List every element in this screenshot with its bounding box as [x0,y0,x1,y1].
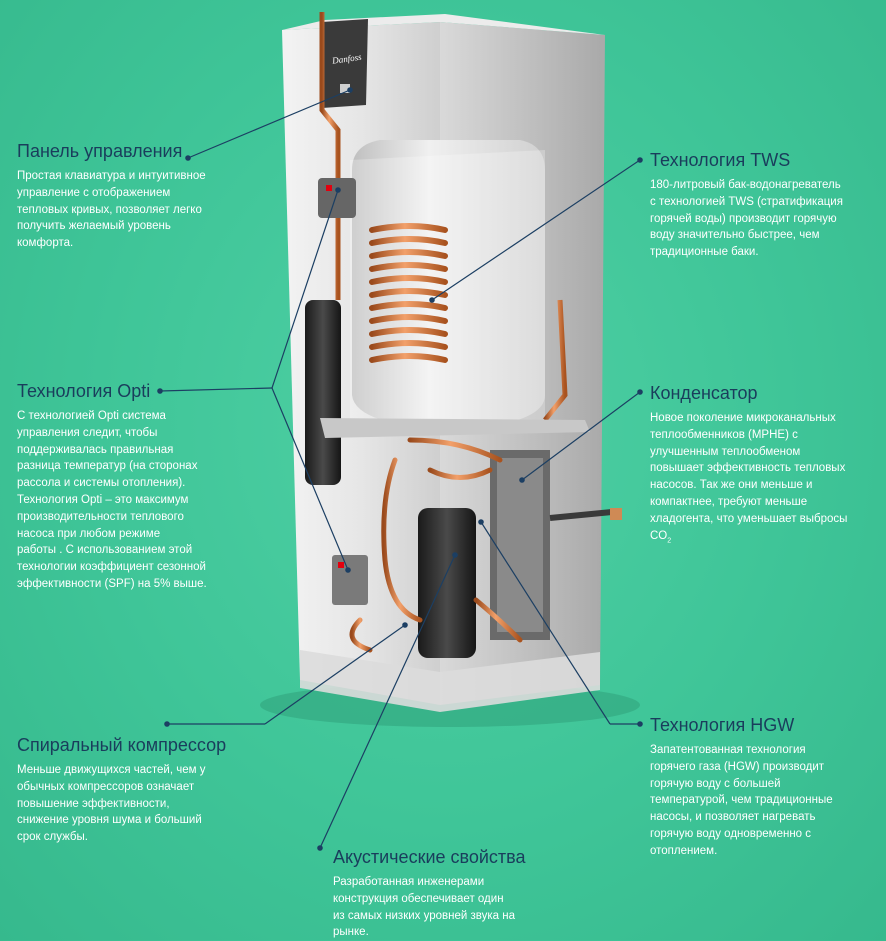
pump-indicator [326,185,332,191]
desc-line: поддерживалась правильная [17,443,174,456]
desc-line: повышает эффективность тепловых [650,462,846,475]
desc-line: Простая клавиатура и интуитивное [17,170,206,182]
co2-base: CO [650,529,668,542]
lower-box-indicator [338,562,344,568]
desc-line: насоса при любом режиме [17,527,161,540]
desc-line: срок службы. [17,831,88,844]
brand-logo: Danfoss [331,52,363,66]
desc-line: Разработанная инженерами [333,876,485,888]
cabinet-top [282,14,605,35]
desc-line: теплообменников (MPHE) с [650,428,798,441]
callout-description: Простая клавиатура и интуитивное управле… [17,168,237,252]
callout-acoustic: Акустические свойства Разработанная инже… [333,846,553,941]
desc-line: компактнее, требуют меньше [650,495,808,508]
copper-coil [369,223,448,363]
desc-line: 180-литровый бак-водонагреватель [650,179,841,191]
desc-line: технологии коэффициент сезонной [17,561,206,574]
desc-line: обычных компрессоров означает [17,780,195,793]
desc-line: разница температур (на сторонах [17,460,198,473]
callout-scroll-compressor: Спиральный компрессор Меньше движущихся … [17,734,247,846]
desc-line: рынке. [333,926,369,939]
callout-title: Технология HGW [650,715,795,735]
outlet-pipe-end [610,508,622,520]
callout-tws: Технология TWS 180-литровый бак-водонагр… [650,149,876,261]
mounting-shelf [320,418,590,438]
desc-line: из самых низких уровней звука на [333,909,515,922]
condenser-face [497,458,543,632]
callout-title: Конденсатор [650,383,758,403]
callout-opti: Технология Opti С технологией Opti систе… [17,380,247,593]
desc-line: комфорта. [17,237,74,250]
desc-line: Технология Opti – это максимум [17,493,189,506]
callout-description: С технологией Opti система управления сл… [17,408,247,593]
callout-title: Акустические свойства [333,847,526,867]
desc-line: хладогента, что уменьшает выбросы [650,512,848,525]
lower-control-box [332,555,368,605]
callout-description: 180-литровый бак-водонагреватель с техно… [650,177,876,261]
desc-line: горячую воду с большей [650,777,781,790]
callout-hgw: Технология HGW Запатентованная технологи… [650,714,876,860]
desc-line: температурой, чем традиционные [650,794,833,807]
co2-label: CO2 [650,529,672,544]
callout-condenser: Конденсатор Новое поколение микроканальн… [650,382,876,550]
desc-line: воду значительно быстрее, чем [650,229,820,242]
co2-subscript: 2 [667,536,672,544]
scroll-compressor [418,508,476,658]
desc-line: конструкция обеспечивает один [333,892,504,905]
outlet-pipe [549,509,613,521]
desc-line: горячую воду одновременно с [650,827,812,840]
desc-line: горячего газа (HGW) производит [650,760,825,773]
desc-line: снижение уровня шума и больший [17,814,202,827]
desc-line: работы . С использованием этой [17,544,193,557]
desc-line: рассола и системы отопления). [17,477,186,490]
desc-line: с технологией TWS (стратификация [650,195,843,208]
callout-description: Запатентованная технология горячего газа… [650,742,876,860]
circulation-pump [318,178,356,218]
control-panel-keypad [340,84,350,93]
desc-line: С технологией Opti система [17,410,166,422]
control-panel-housing [322,19,368,108]
desc-line: производительности теплового [17,510,184,523]
desc-line: отоплением. [650,844,718,857]
desc-line: насосов. Так же они меньше и [650,479,813,492]
desc-line: улучшенным теплообменом [650,445,801,458]
desc-line: эффективности (SPF) на 5% выше. [17,577,207,590]
callout-title: Технология Opti [17,381,151,401]
lower-copper-piping [349,437,523,653]
callout-title: Панель управления [17,141,183,161]
desc-line: управление с отображением [17,186,171,199]
cabinet-plinth [300,650,600,712]
callout-description: Новое поколение микроканальных теплообме… [650,410,876,550]
leader-lines [157,87,643,851]
callout-title: Технология TWS [650,150,791,170]
desc-line: насосы, и позволяет нагревать [650,811,816,824]
desc-line: повышение эффективности, [17,797,170,810]
desc-line: тепловых кривых, позволяет легко [17,203,202,216]
desc-line: горячей воды) производит горячую [650,212,837,225]
desc-line: Запатентованная технология [650,744,806,756]
callout-control-panel: Панель управления Простая клавиатура и и… [17,140,237,252]
desc-line: управления следит, чтобы [17,426,158,439]
desc-line: получить желаемый уровень [17,220,171,233]
desc-line: традиционные баки. [650,246,759,259]
desc-line: Меньше движущихся частей, чем у [17,764,206,776]
expansion-cylinder [305,300,341,485]
callout-title: Спиральный компрессор [17,735,227,755]
callout-description: Меньше движущихся частей, чем у обычных … [17,762,247,846]
callout-description: Разработанная инженерами конструкция обе… [333,874,553,941]
desc-line: Новое поколение микроканальных [650,412,836,424]
